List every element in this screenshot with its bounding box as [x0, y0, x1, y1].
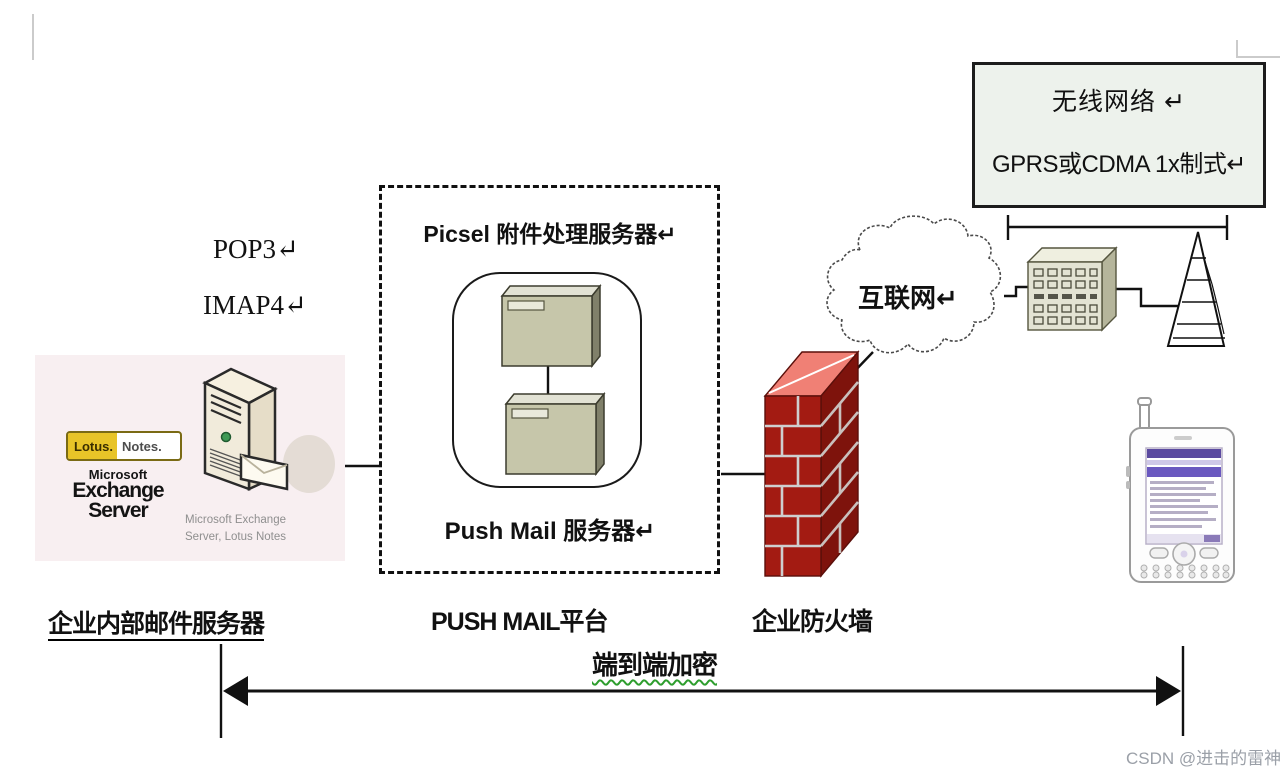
picsel-title: Picsel 附件处理服务器↵ [423, 221, 677, 247]
label-enterprise-firewall: 企业防火墙 [752, 608, 873, 636]
attachment-server-icon [500, 284, 602, 369]
csdn-watermark: CSDN @进击的雷神 [1126, 749, 1280, 768]
mail-server-image: Lotus. Notes. Microsoft Exchange Server [35, 355, 345, 561]
server-caption: Microsoft Exchange Server, Lotus Notes [185, 514, 286, 543]
lotus-notes-logo: Lotus. Notes. [66, 431, 182, 461]
exchange-server-logo: Microsoft Exchange Server [72, 467, 164, 523]
pushmail-server-label: Push Mail 服务器↵ [444, 518, 656, 545]
end-to-end-arrow [219, 644, 1185, 738]
basestation-building-icon [1026, 246, 1118, 332]
smartphone-icon [1126, 397, 1235, 583]
line-basestation-to-tower [1114, 287, 1180, 308]
pop3-label: POP3↵ [213, 234, 299, 264]
imap4-label: IMAP4↵ [203, 290, 307, 320]
pushmail-platform-box [379, 185, 720, 574]
shadow-blob [283, 435, 335, 493]
internet-cloud [826, 215, 1002, 354]
firewall-icon [763, 350, 860, 578]
server-group-outline [452, 272, 642, 488]
server-tower-icon [202, 367, 289, 491]
label-end-to-end-encryption: 端到端加密 [592, 650, 718, 680]
antenna-tower-icon [1166, 231, 1226, 347]
wireless-network-subtitle: GPRS或CDMA 1x制式↵ [992, 151, 1246, 178]
lotus-logo-right: Notes. [122, 438, 162, 454]
internet-label: 互联网↵ [858, 283, 958, 313]
arrowhead-left [223, 676, 248, 706]
wireless-network-title: 无线网络 ↵ [1052, 88, 1186, 116]
page-margin-mark-topleft [32, 14, 34, 60]
line-cloud-to-basestation [1004, 285, 1030, 298]
lotus-logo-left: Lotus. [68, 433, 117, 459]
arrowhead-right [1156, 676, 1181, 706]
pushmail-server-icon [504, 392, 606, 477]
label-pushmail-platform: PUSH MAIL平台 [431, 608, 609, 636]
page-margin-mark-topright-h [1236, 56, 1280, 58]
page-margin-mark-topright-v [1236, 40, 1238, 58]
label-enterprise-mail-server: 企业内部邮件服务器 [48, 604, 265, 641]
wireless-network-box: 无线网络 ↵ GPRS或CDMA 1x制式↵ [972, 62, 1266, 208]
